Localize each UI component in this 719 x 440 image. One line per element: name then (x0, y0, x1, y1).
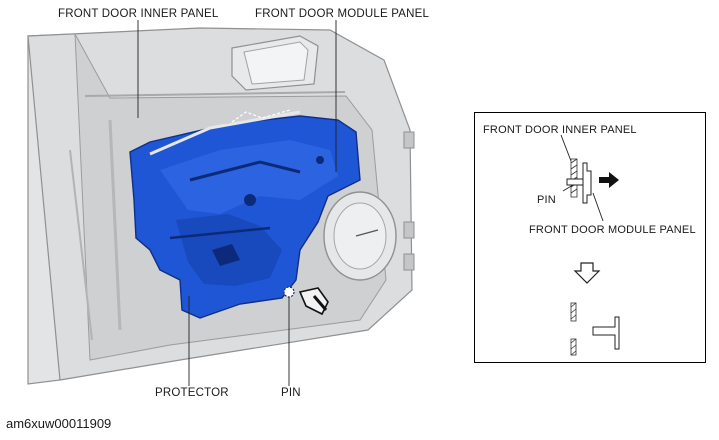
detail-drawing (560, 134, 620, 356)
detail-label-module-panel: FRONT DOOR MODULE PANEL (529, 224, 696, 236)
front-door-module-panel-shape (129, 109, 361, 319)
label-front-door-inner-panel: FRONT DOOR INNER PANEL (58, 8, 219, 20)
inner-panel-section (570, 158, 578, 198)
removal-tool-icon (298, 287, 329, 316)
label-pin: PIN (281, 387, 301, 399)
pin-section (562, 178, 584, 192)
down-arrow-icon (573, 262, 601, 284)
module-panel-section (582, 162, 604, 222)
label-front-door-module-panel: FRONT DOOR MODULE PANEL (255, 8, 430, 20)
separated-inner-panel (570, 302, 577, 356)
separated-module-panel (592, 316, 620, 350)
label-protector: PROTECTOR (155, 387, 229, 399)
leader-lines (137, 20, 337, 386)
detail-label-pin: PIN (537, 194, 556, 206)
pin-marker (283, 286, 295, 298)
move-right-arrow-icon (599, 172, 619, 188)
detail-label-inner-panel: FRONT DOOR INNER PANEL (483, 124, 637, 136)
detail-inset: FRONT DOOR INNER PANEL PIN FRONT DOOR MO… (474, 112, 706, 363)
figure-id: am6xuw00011909 (6, 416, 112, 431)
